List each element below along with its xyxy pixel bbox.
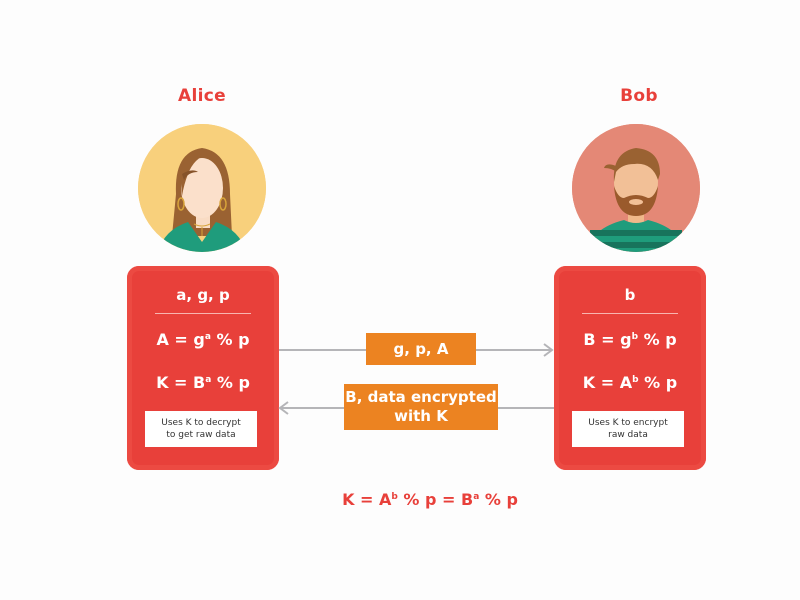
bob-private-value: b (624, 286, 636, 304)
alice-label: Alice (178, 86, 226, 106)
bob-public-key-equation: B = gb % p (583, 330, 677, 349)
alice-public-key-equation: A = ga % p (156, 330, 250, 349)
divider (155, 313, 251, 314)
bob-label: Bob (620, 86, 658, 106)
alice-private-values: a, g, p (176, 286, 230, 304)
bob-card: b B = gb % p K = Ab % p Uses K to encryp… (554, 266, 706, 470)
bob-shared-key-equation: K = Ab % p (582, 373, 678, 392)
alice-card: a, g, p A = ga % p K = Ba % p Uses K to … (127, 266, 279, 470)
arrow-left-icon (278, 401, 289, 415)
message-to-bob: g, p, A (366, 333, 476, 365)
alice-avatar-icon (138, 124, 266, 252)
alice-avatar (138, 124, 266, 252)
bob-avatar (572, 124, 700, 252)
bob-avatar-icon (572, 124, 700, 252)
divider (582, 313, 678, 314)
arrow-right-icon (543, 343, 554, 357)
shared-key-equation: K = Ab % p = Ba % p (342, 490, 518, 509)
alice-shared-key-equation: K = Ba % p (156, 373, 250, 392)
